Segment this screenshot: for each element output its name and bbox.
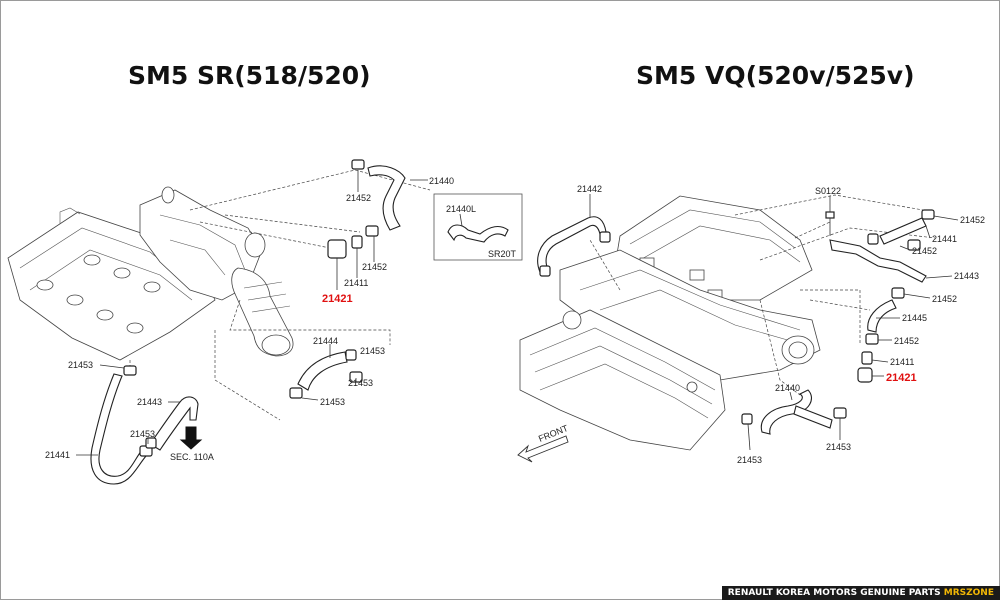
label-21452: 21452 bbox=[362, 262, 387, 272]
label-21453: 21453 bbox=[68, 360, 93, 370]
label-21452: 21452 bbox=[346, 193, 371, 203]
label-21411: 21411 bbox=[344, 278, 368, 288]
sr-part-labels: 21440 21452 21452 21411 21421 21440L SR2… bbox=[45, 176, 517, 462]
sr-engine-drawing bbox=[7, 186, 294, 361]
label-21440l: 21440L bbox=[446, 204, 476, 214]
label-21452: 21452 bbox=[912, 246, 937, 256]
label-21411: 21411 bbox=[890, 357, 914, 367]
label-21440: 21440 bbox=[429, 176, 454, 186]
label-21445: 21445 bbox=[902, 313, 927, 323]
sr-hoses bbox=[90, 159, 523, 485]
footer-brand: MRSZONE bbox=[943, 588, 994, 598]
sr-callout-lines bbox=[129, 169, 431, 421]
title-sm5-vq: SM5 VQ(520v/525v) bbox=[636, 61, 915, 90]
footer-text: RENAULT KOREA MOTORS GENUINE PARTS bbox=[727, 588, 944, 598]
label-21441: 21441 bbox=[45, 450, 70, 460]
label-21452: 21452 bbox=[960, 215, 985, 225]
footer-banner: RENAULT KOREA MOTORS GENUINE PARTS MRSZO… bbox=[721, 586, 1000, 600]
label-21453: 21453 bbox=[826, 442, 851, 452]
sr-leader-lines bbox=[76, 170, 463, 456]
label-21453: 21453 bbox=[348, 378, 373, 388]
label-21453: 21453 bbox=[360, 346, 385, 356]
vq-hoses bbox=[517, 209, 935, 463]
title-sm5-sr: SM5 SR(518/520) bbox=[128, 61, 371, 90]
label-21443: 21443 bbox=[137, 397, 162, 407]
vq-engine-drawing bbox=[519, 195, 821, 451]
vq-leader-lines bbox=[589, 194, 959, 451]
label-21453: 21453 bbox=[320, 397, 345, 407]
label-21452: 21452 bbox=[932, 294, 957, 304]
label-21452: 21452 bbox=[894, 336, 919, 346]
label-21444: 21444 bbox=[313, 336, 338, 346]
label-21421-highlight: 21421 bbox=[322, 293, 353, 305]
label-sec-110a: SEC. 110A bbox=[170, 452, 214, 462]
label-21453: 21453 bbox=[737, 455, 762, 465]
label-s0122: S0122 bbox=[815, 186, 841, 196]
label-21442: 21442 bbox=[577, 184, 602, 194]
label-21443: 21443 bbox=[954, 271, 979, 281]
label-sr20t: SR20T bbox=[488, 249, 517, 259]
label-21440: 21440 bbox=[775, 383, 800, 393]
label-21453: 21453 bbox=[130, 429, 155, 439]
label-21421-highlight: 21421 bbox=[886, 372, 917, 384]
label-21441: 21441 bbox=[932, 234, 957, 244]
